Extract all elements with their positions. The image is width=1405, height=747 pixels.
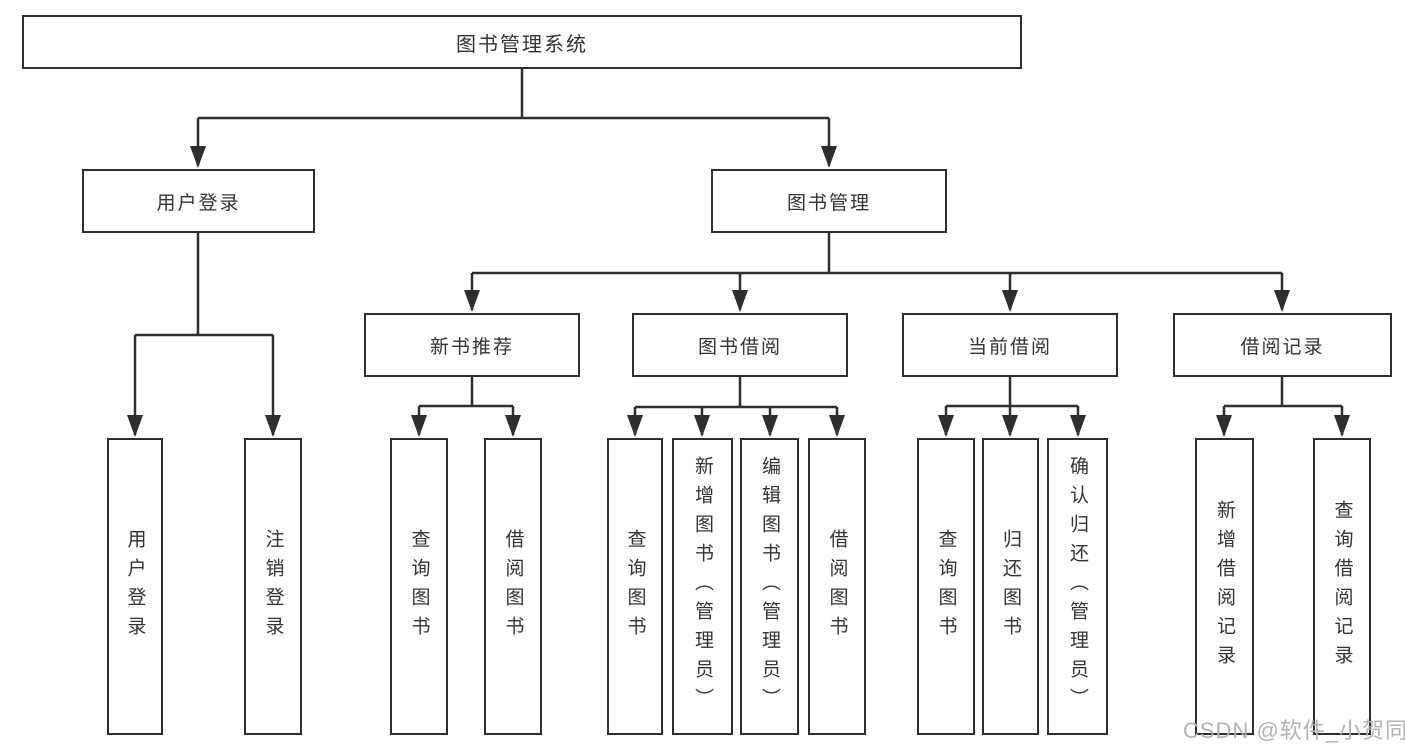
leaf-label: 借阅图书 xyxy=(502,528,524,645)
node-borrow-records: 借阅记录 xyxy=(1173,313,1392,377)
leaf-label: 查询图书 xyxy=(935,528,957,645)
node-label: 图书借阅 xyxy=(697,336,782,358)
leaf-label: 归还图书 xyxy=(1000,528,1021,645)
leaf-confirm-return-admin: 确认归还（管理员） xyxy=(1047,438,1108,735)
leaf-label: 新增借阅记录 xyxy=(1214,499,1235,674)
node-label: 图书管理 xyxy=(786,192,871,214)
leaf-label: 确认归还（管理员） xyxy=(1067,456,1088,717)
node-book-borrow: 图书借阅 xyxy=(632,313,848,377)
leaf-label: 查询借阅记录 xyxy=(1331,499,1353,674)
node-new-book-recommend: 新书推荐 xyxy=(364,313,580,377)
node-label: 当前借阅 xyxy=(967,336,1052,358)
leaf-query-borrow-record: 查询借阅记录 xyxy=(1313,438,1371,735)
leaf-label: 编辑图书（管理员） xyxy=(759,456,780,717)
node-user-login: 用户登录 xyxy=(82,169,315,233)
leaf-label: 查询图书 xyxy=(408,528,430,645)
arrowheads xyxy=(127,146,1350,437)
leaf-logout: 注销登录 xyxy=(244,438,302,735)
node-label: 新书推荐 xyxy=(429,336,514,358)
leaf-edit-books-admin: 编辑图书（管理员） xyxy=(740,438,799,735)
leaf-borrow-books-1: 借阅图书 xyxy=(484,438,542,735)
leaf-query-books-3: 查询图书 xyxy=(917,438,975,735)
leaf-user-login: 用户登录 xyxy=(107,438,163,735)
leaf-query-books-1: 查询图书 xyxy=(390,438,448,735)
node-library-management-system: 图书管理系统 xyxy=(22,15,1022,69)
leaf-borrow-books-2: 借阅图书 xyxy=(808,438,866,735)
leaf-label: 查询图书 xyxy=(624,528,646,645)
leaf-label: 用户登录 xyxy=(124,528,146,645)
leaf-return-books: 归还图书 xyxy=(982,438,1039,735)
node-label: 图书管理系统 xyxy=(456,33,588,56)
node-label: 用户登录 xyxy=(156,192,241,214)
node-book-management: 图书管理 xyxy=(711,169,947,233)
node-current-borrow: 当前借阅 xyxy=(902,313,1118,377)
leaf-add-books-admin: 新增图书（管理员） xyxy=(672,438,733,735)
leaf-add-borrow-record: 新增借阅记录 xyxy=(1195,438,1254,735)
leaf-label: 借阅图书 xyxy=(826,528,848,645)
connector-segments xyxy=(133,69,1344,435)
leaf-label: 新增图书（管理员） xyxy=(692,456,713,717)
leaf-query-books-2: 查询图书 xyxy=(607,438,663,735)
watermark: CSDN @软件_小贺同学 xyxy=(1183,718,1405,743)
leaf-label: 注销登录 xyxy=(262,528,284,645)
node-label: 借阅记录 xyxy=(1240,336,1325,358)
